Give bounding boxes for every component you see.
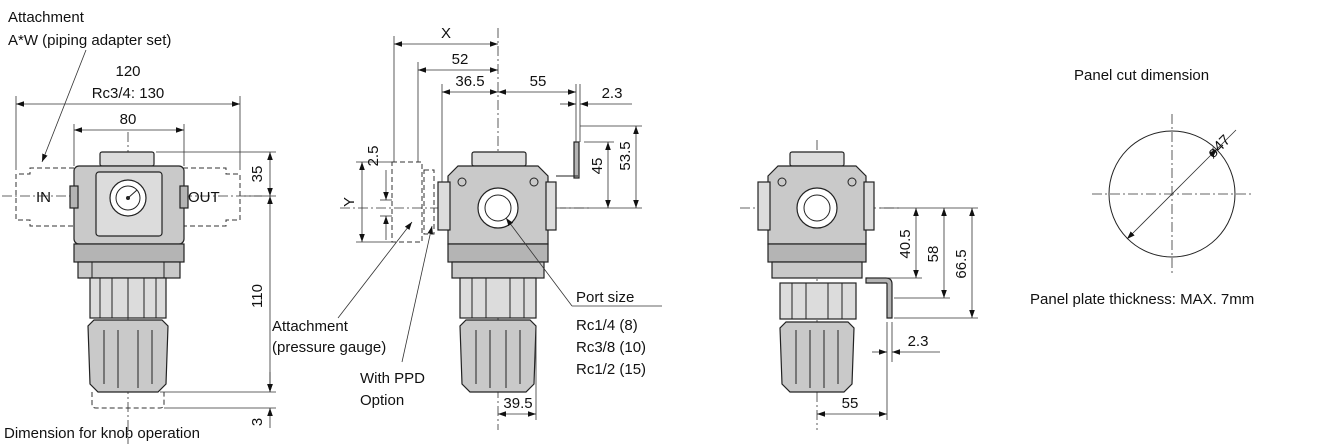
- dim-40-5: 40.5: [897, 229, 914, 258]
- dim-y: Y: [341, 197, 358, 207]
- dim-35: 35: [249, 166, 266, 183]
- knob-operation-note: Dimension for knob operation: [4, 425, 200, 442]
- dim-58: 58: [925, 246, 942, 263]
- port-in-label: IN: [36, 189, 51, 206]
- dim-80: 80: [120, 111, 137, 128]
- dim-x: X: [441, 25, 451, 42]
- port-size-item: Rc1/2 (15): [576, 361, 646, 378]
- dim-55-bottom: 55: [842, 395, 859, 412]
- panel-cut-view: [1092, 114, 1252, 274]
- dim-110: 110: [249, 284, 266, 308]
- attachment-label-line2: A*W (piping adapter set): [8, 32, 171, 49]
- port-out-label: OUT: [188, 189, 220, 206]
- dim-55-top: 55: [530, 73, 547, 90]
- dim-2-3-top: 2.3: [602, 85, 623, 102]
- panel-cut-title: Panel cut dimension: [1074, 67, 1209, 84]
- dim-rc34-130: Rc3/4: 130: [92, 85, 165, 102]
- dim-36-5: 36.5: [455, 73, 484, 90]
- front-view: [2, 49, 276, 444]
- ppd-label-line2: Option: [360, 392, 404, 409]
- gauge-label-line1: Attachment: [272, 318, 349, 335]
- panel-thickness-note: Panel plate thickness: MAX. 7mm: [1030, 291, 1254, 308]
- side-view: [337, 28, 662, 430]
- dim-66-5: 66.5: [953, 249, 970, 278]
- dim-45: 45: [589, 158, 606, 175]
- dim-53-5: 53.5: [617, 141, 634, 170]
- gauge-label-line2: (pressure gauge): [272, 339, 386, 356]
- port-size-item: Rc3/8 (10): [576, 339, 646, 356]
- dim-2-3-bottom: 2.3: [908, 333, 929, 350]
- panel-cut-circle: [1108, 130, 1236, 258]
- attachment-label-line1: Attachment: [8, 9, 85, 26]
- rear-view: [740, 140, 978, 430]
- dimension-values: 120 Rc3/4: 130 80 35 110 3 X 52 36.5 55 …: [92, 25, 1234, 426]
- port-size-title: Port size: [576, 289, 634, 306]
- dim-2-5: 2.5: [365, 146, 382, 167]
- ppd-label-line1: With PPD: [360, 370, 425, 387]
- labels: Attachment A*W (piping adapter set) IN O…: [4, 9, 1254, 442]
- port-size-item: Rc1/4 (8): [576, 317, 638, 334]
- dim-3: 3: [249, 418, 266, 426]
- dim-52: 52: [452, 51, 469, 68]
- dim-39-5: 39.5: [503, 395, 532, 412]
- dim-120: 120: [115, 63, 140, 80]
